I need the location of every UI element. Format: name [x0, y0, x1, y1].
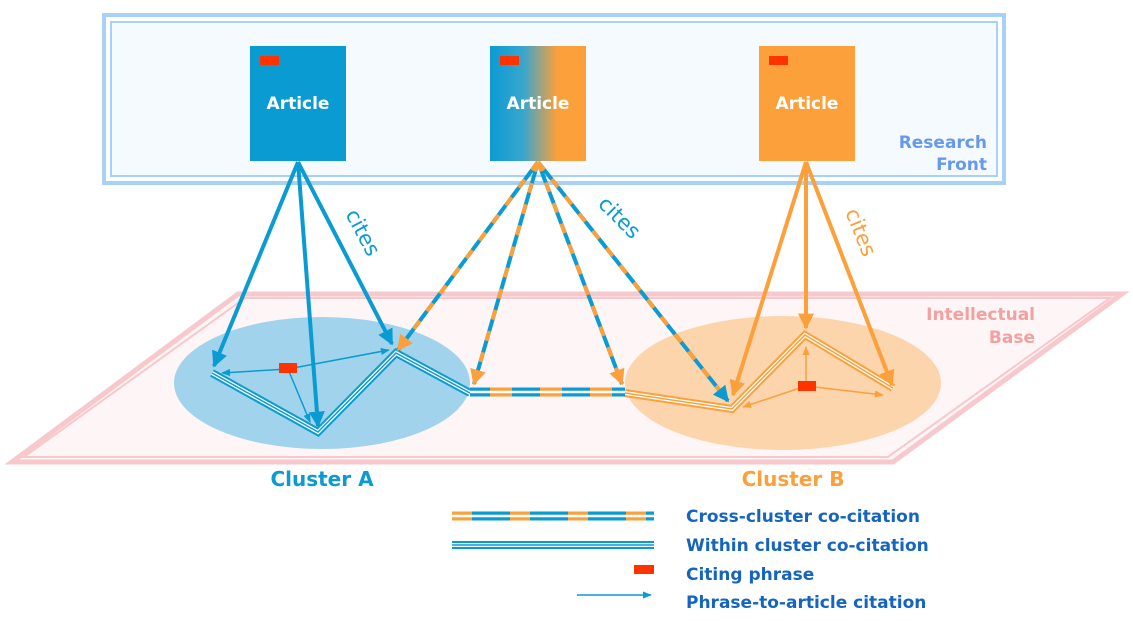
cluster-a-citing-phrase-marker: [279, 363, 297, 373]
legend-label-within-cluster: Within cluster co-citation: [686, 536, 929, 556]
legend-label-cross-cluster: Cross-cluster co-citation: [686, 507, 920, 527]
cluster-b-phrase-citations: [742, 346, 884, 408]
cluster-a-phrase-citations: [221, 347, 390, 423]
research-front-label-line1: Research: [899, 133, 987, 153]
intellectual-base-label-line1: Intellectual: [926, 305, 1035, 325]
cluster-a-label: Cluster A: [270, 467, 374, 491]
legend-label-citing-phrase: Citing phrase: [686, 565, 814, 585]
article-1-citations: [212, 161, 394, 428]
article-3-citing-phrase-marker: [769, 56, 788, 65]
article-3-label: Article: [776, 94, 839, 114]
cluster-b-citing-phrase-marker: [798, 381, 816, 391]
cites-label-3: cites: [840, 205, 881, 260]
article-1: Article: [250, 46, 346, 161]
cluster-b-region: [625, 316, 941, 450]
article-3-citations: [729, 161, 895, 397]
cluster-a-co-citation-lines: [210, 348, 472, 437]
research-front-label-line2: Front: [936, 155, 987, 175]
intellectual-base-label-line2: Base: [989, 328, 1035, 348]
article-1-label: Article: [267, 94, 330, 114]
cluster-b-label: Cluster B: [742, 467, 845, 491]
citing-phrase-marker-icon: [634, 565, 654, 574]
cites-label-2: cites: [593, 192, 645, 244]
article-3: Article: [759, 46, 855, 161]
cluster-b-co-citation-lines: [624, 329, 896, 414]
legend-label-phrase-citation: Phrase-to-article citation: [686, 593, 926, 613]
article-2-citations: [396, 160, 730, 403]
article-2-label: Article: [507, 94, 570, 114]
cites-label-1: cites: [341, 205, 385, 260]
article-2: Article: [490, 46, 586, 161]
article-2-citing-phrase-marker: [500, 56, 519, 65]
article-1-citing-phrase-marker: [260, 56, 279, 65]
legend: Cross-cluster co-citation Within cluster…: [452, 507, 929, 613]
